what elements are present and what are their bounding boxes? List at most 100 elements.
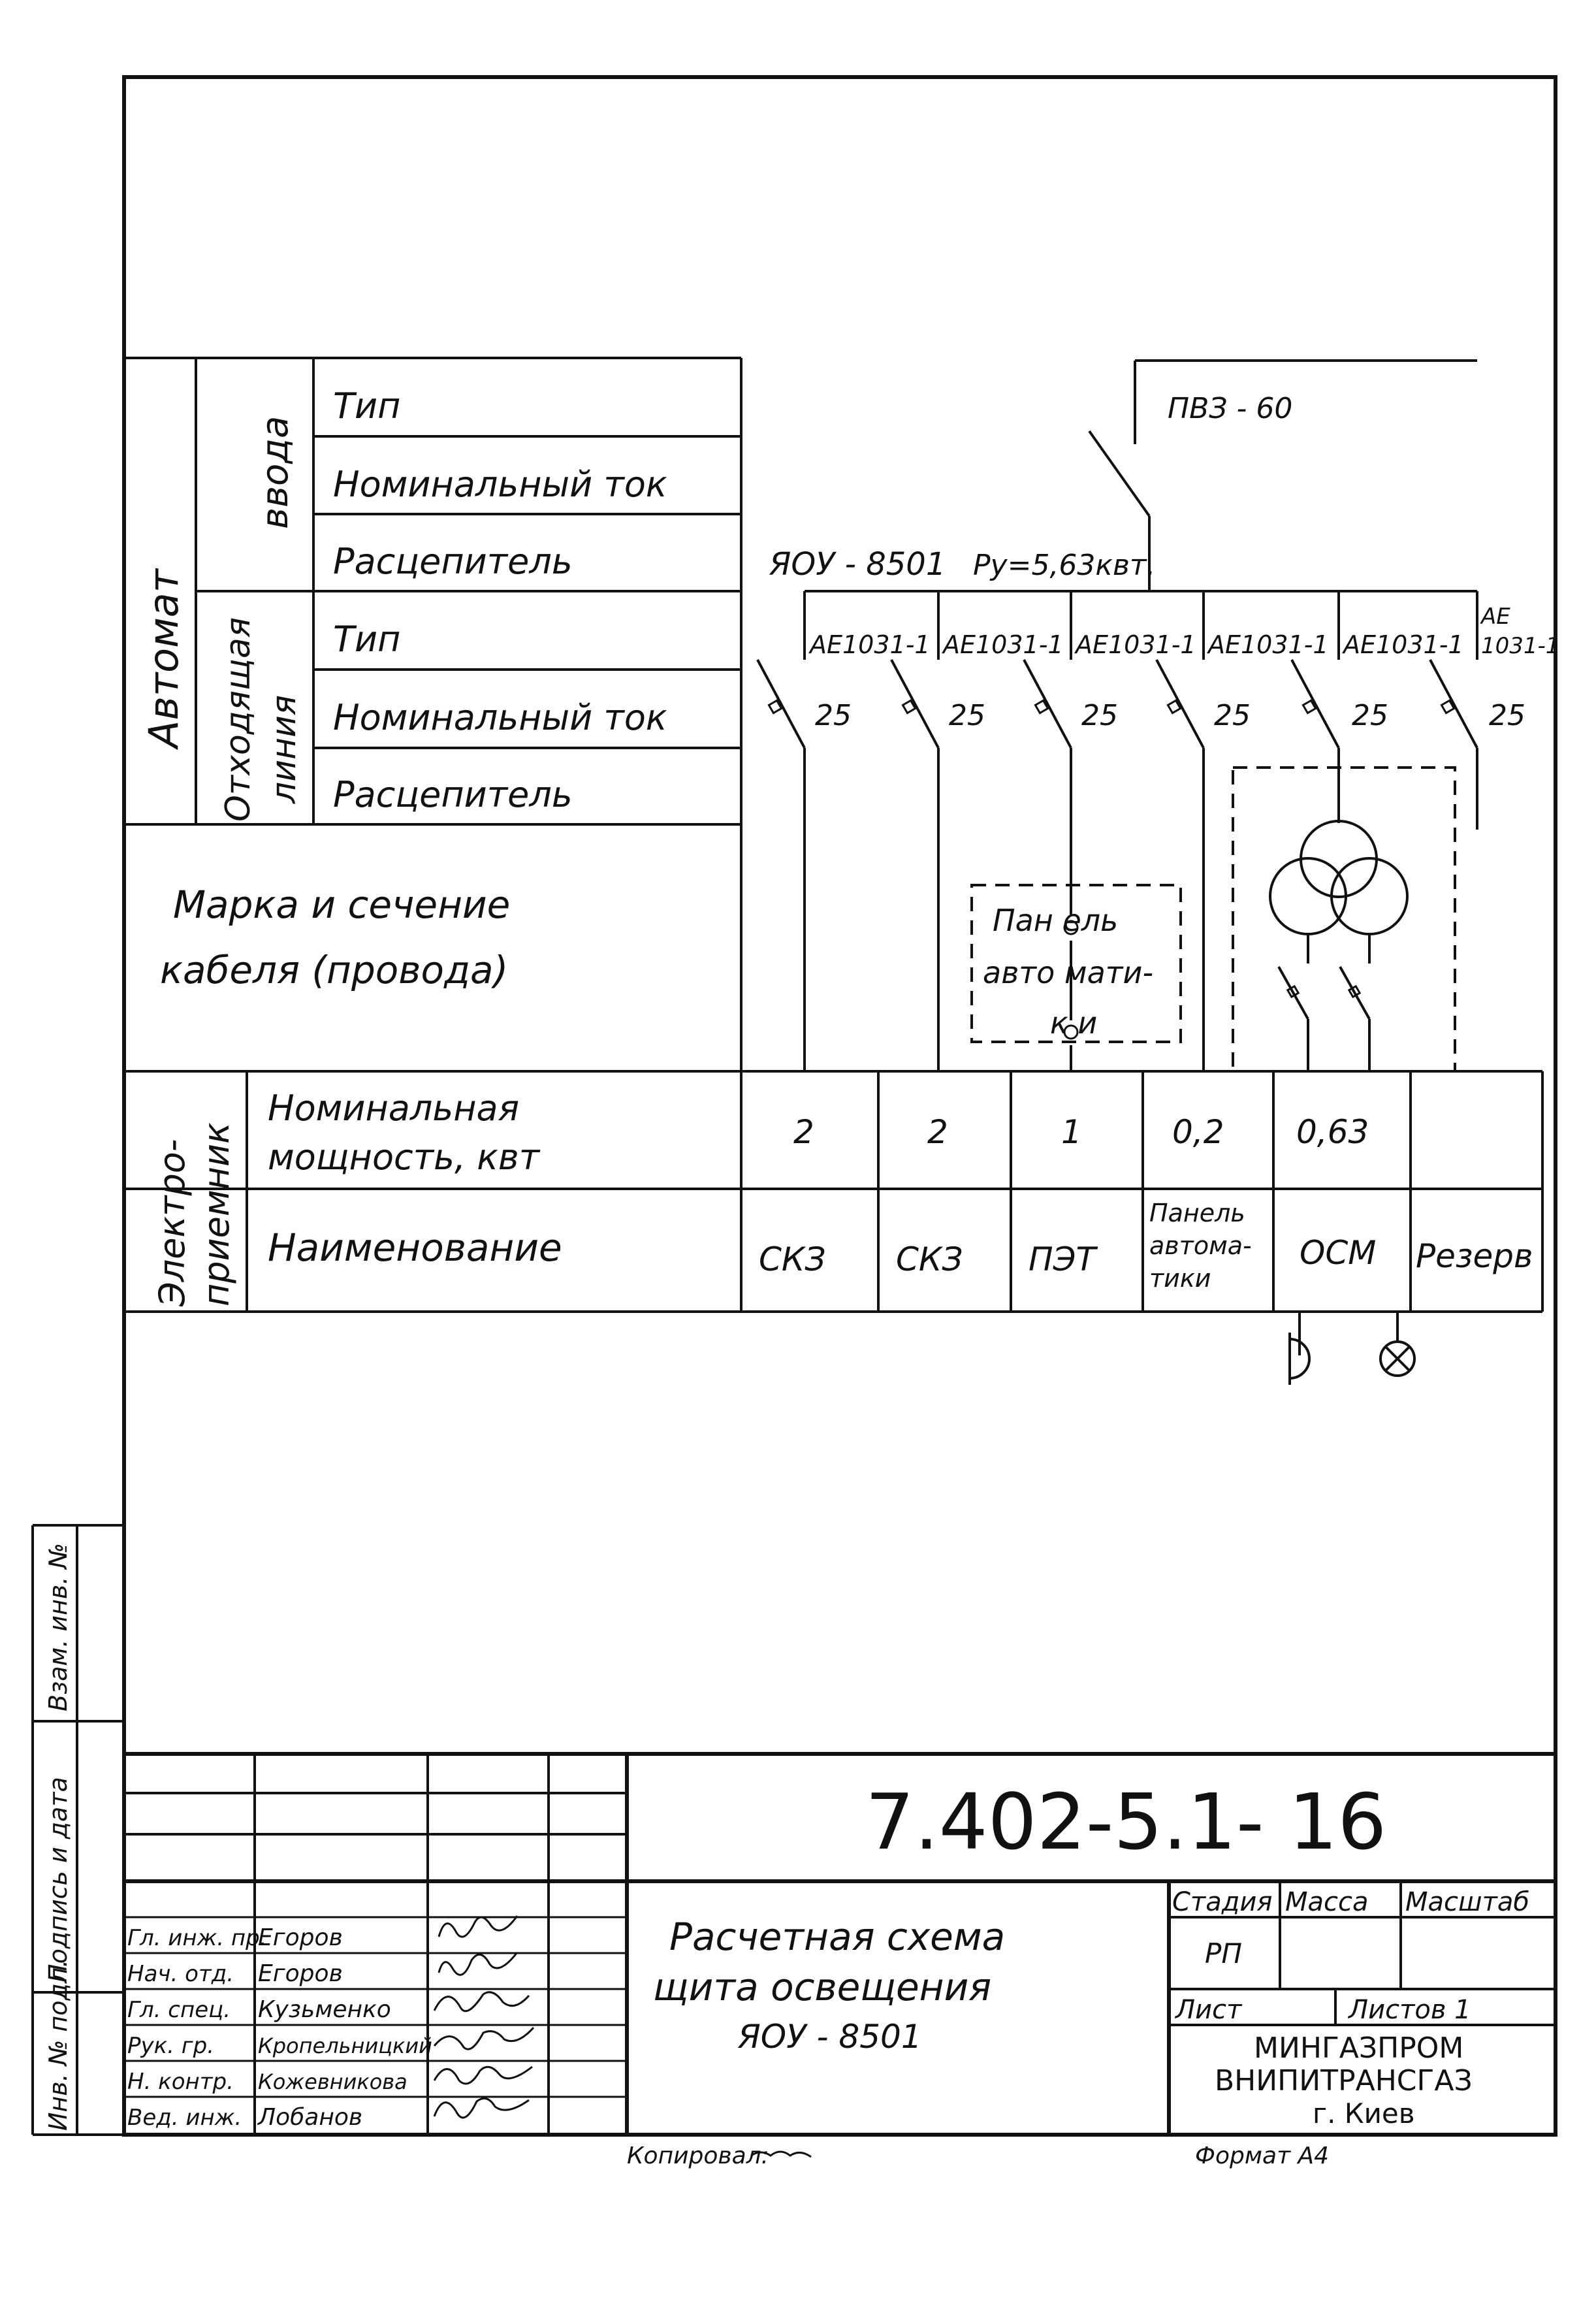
label-elektro: Электро- [152, 1139, 193, 1307]
masshtab-header: Масштаб [1405, 1887, 1529, 1917]
listov-label: Листов 1 [1347, 1995, 1471, 2025]
panel-terminal-bottom [1063, 1024, 1079, 1040]
feeder-6 [1429, 659, 1478, 830]
panel-terminal-top [1063, 920, 1079, 935]
stadiya-header: Стадия [1172, 1887, 1272, 1917]
power-5: 0,63 [1296, 1113, 1369, 1151]
name-4: Кропельницкий [258, 2033, 432, 2058]
label-liniya: линия [264, 695, 304, 804]
receiver-name-4-line2: автома- [1149, 1231, 1252, 1260]
row-nominal-power-2: мощность, квт [268, 1137, 541, 1178]
feeder-5 [1290, 659, 1340, 823]
side-inv-podl: Инв. № подл. [44, 1960, 72, 2131]
title-line-1: Расчетная схема [669, 1915, 1005, 1959]
input-breaker-contact [1088, 430, 1151, 517]
receiver-name-4-line3: тики [1149, 1264, 1211, 1293]
breaker-type-6a: АЕ [1480, 604, 1510, 630]
role-2: Нач. отд. [127, 1961, 234, 1987]
name-3: Кузьменко [258, 1996, 391, 2023]
side-vzam-inv: Взам. инв. № [44, 1543, 72, 1711]
document-code: 7.402-5.1- 16 [865, 1777, 1386, 1867]
row-cable-brand-1: Марка и сечение [173, 882, 510, 927]
list-label: Лист [1174, 1995, 1243, 2025]
bell-icon [1289, 1338, 1311, 1380]
breaker-type-1: АЕ1031-1 [808, 630, 931, 659]
footer-copied-by: Копировал: [627, 2143, 769, 2169]
breaker-type-4: АЕ1031-1 [1206, 630, 1329, 659]
row-tip-input: Тип [333, 385, 400, 427]
title-block [124, 1752, 1556, 2135]
automation-panel-label-1: Пан ель [993, 903, 1118, 938]
role-3: Гл. спец. [127, 1997, 231, 2023]
signature-1 [438, 1915, 519, 1938]
signatures [433, 1915, 812, 2158]
feeder-2 [890, 659, 940, 1071]
copier-signature [750, 2150, 812, 2158]
row-nominal-power-1: Номинальная [268, 1088, 519, 1129]
signature-3 [433, 1991, 530, 2013]
massa-header: Масса [1285, 1887, 1369, 1917]
signature-6 [433, 2097, 530, 2119]
row-release-input: Расцепитель [333, 541, 573, 582]
automation-panel-label-3: к и [1050, 1005, 1097, 1041]
label-vvoda: ввода [254, 416, 296, 529]
installed-power: Ру=5,63квт. [973, 549, 1156, 582]
name-5: Кожевникова [258, 2069, 407, 2094]
transformer-box [1232, 766, 1456, 1073]
side-stamp [31, 1524, 124, 2136]
breaker-type-2: АЕ1031-1 [941, 630, 1064, 659]
receiver-name-5: ОСМ [1300, 1234, 1376, 1272]
role-1: Гл. инж. пр. [127, 1925, 266, 1951]
sheet-frame [122, 75, 1557, 2137]
row-release-outgoing: Расцепитель [333, 774, 573, 815]
breaker-current-1: 25 [815, 699, 852, 732]
breaker-current-4: 25 [1214, 699, 1251, 732]
row-name: Наименование [268, 1225, 562, 1270]
power-2: 2 [927, 1113, 948, 1151]
receiver-name-2: СКЗ [896, 1240, 963, 1278]
row-cable-brand-2: кабеля (провода) [160, 948, 508, 992]
receiver-name-1: СКЗ [759, 1240, 825, 1278]
breaker-type-6b: 1031-1 [1481, 633, 1559, 659]
breaker-current-6: 25 [1489, 699, 1525, 732]
footer-format: Формат А4 [1195, 2143, 1329, 2169]
label-avtomat: Автомат [140, 568, 187, 751]
automation-panel-label-2: авто мати- [983, 955, 1153, 990]
title-line-2: щита освещения [653, 1965, 991, 2009]
label-otkhodyashchaya: Отходящая [219, 617, 258, 822]
name-6: Лобанов [257, 2104, 362, 2131]
org-line-3: г. Киев [1313, 2097, 1414, 2129]
feeder-3 [1023, 659, 1072, 1071]
signature-5 [433, 2065, 533, 2085]
panel-name: ЯОУ - 8501 [769, 546, 946, 583]
receiver-name-6: Резерв [1416, 1237, 1533, 1275]
role-5: Н. контр. [127, 2069, 234, 2095]
row-nominal-current-input: Номинальный ток [333, 464, 667, 505]
schematic [756, 359, 1478, 1385]
breaker-current-5: 25 [1352, 699, 1388, 732]
org-line-1: МИНГАЗПРОМ [1254, 2031, 1463, 2065]
lamp-icon [1379, 1340, 1416, 1377]
side-podpis-data: Подпись и дата [44, 1777, 72, 1982]
power-3: 1 [1061, 1113, 1082, 1151]
breaker-current-2: 25 [949, 699, 985, 732]
org-line-2: ВНИПИТРАНСГАЗ [1215, 2064, 1473, 2097]
receiver-name-4-line1: Панель [1149, 1199, 1245, 1227]
automation-panel-box [970, 884, 1182, 1043]
role-4: Рук. гр. [127, 2033, 214, 2059]
feeder-1 [756, 659, 806, 1071]
breaker-current-3: 25 [1081, 699, 1118, 732]
power-4: 0,2 [1172, 1113, 1224, 1151]
power-1: 2 [793, 1113, 814, 1151]
signature-4 [433, 2027, 535, 2050]
role-6: Вед. инж. [127, 2105, 242, 2131]
name-2: Егоров [258, 1960, 343, 1987]
title-line-3: ЯОУ - 8501 [737, 2018, 922, 2056]
parameter-table [124, 357, 1544, 1313]
breaker-type-3: АЕ1031-1 [1074, 630, 1196, 659]
label-priemnik: приемник [196, 1122, 237, 1306]
input-breaker-type: ПВЗ - 60 [1168, 392, 1292, 425]
row-nominal-current-outgoing: Номинальный ток [333, 697, 667, 738]
receiver-name-3: ПЭТ [1029, 1240, 1098, 1278]
